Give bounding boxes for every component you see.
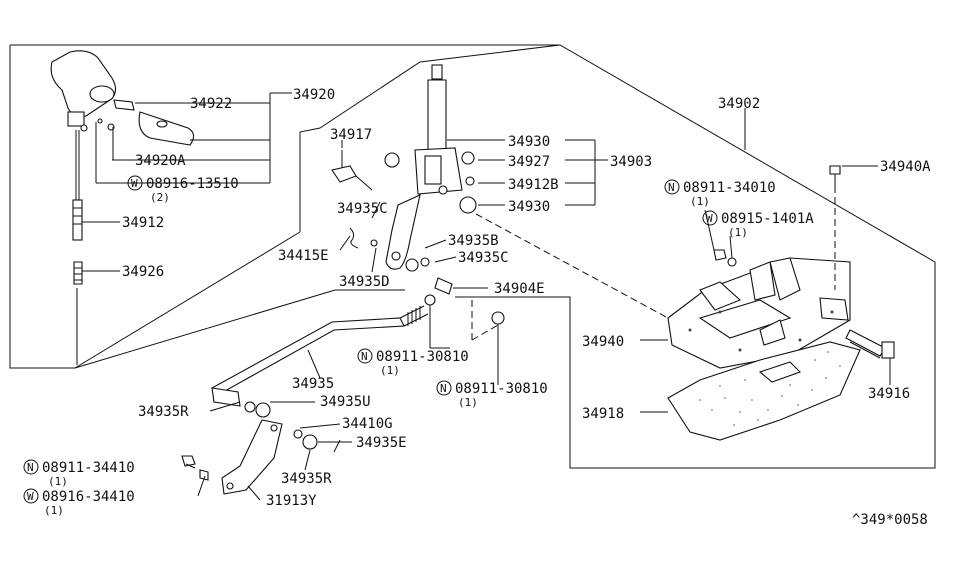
label-34935U: 34935U xyxy=(320,394,371,410)
part-labels: 34920 34922 34920A W 08916-13510 (2) 349… xyxy=(23,87,931,528)
shift-knob-illustration xyxy=(50,50,195,365)
label-08916-34410: 08916-34410 xyxy=(42,489,135,505)
nut-icon: N xyxy=(668,181,675,194)
label-08911-34010: 08911-34010 xyxy=(683,180,776,196)
label-34935C-mid: 34935C xyxy=(458,250,509,266)
qty-08911-30810-a: (1) xyxy=(380,364,400,377)
label-34415E: 34415E xyxy=(278,248,329,264)
label-34918: 34918 xyxy=(582,406,624,422)
label-34935B: 34935B xyxy=(448,233,499,249)
label-34912B: 34912B xyxy=(508,177,559,193)
label-08915-1401A: 08915-1401A xyxy=(721,211,814,227)
center-hardware xyxy=(349,227,505,385)
nut-symbol-08911-34410: N xyxy=(23,459,39,475)
label-08911-30810-a: 08911-30810 xyxy=(376,349,469,365)
nut-symbol-08911-30810-a: N xyxy=(357,348,373,364)
label-34935E: 34935E xyxy=(356,435,407,451)
label-34920A: 34920A xyxy=(135,153,186,169)
label-34410G: 34410G xyxy=(342,416,393,432)
label-34935R-left: 34935R xyxy=(138,404,189,420)
leader-lines xyxy=(185,108,891,501)
label-34935: 34935 xyxy=(292,376,334,392)
washer-icon: W xyxy=(27,490,34,503)
diagram-footer-code: ^349*0058 xyxy=(852,512,928,528)
lever-subframe xyxy=(299,44,561,232)
washer-icon: W xyxy=(706,212,713,225)
label-31913Y: 31913Y xyxy=(266,493,317,509)
label-34940: 34940 xyxy=(582,334,624,350)
label-34927: 34927 xyxy=(508,154,550,170)
label-34912: 34912 xyxy=(122,215,164,231)
washer-symbol-08915-1401A: W xyxy=(702,210,718,226)
washer-symbol-08916-34410: W xyxy=(23,488,39,504)
qty-08911-30810-b: (1) xyxy=(458,396,478,409)
washer-symbol-08916-13510: W xyxy=(127,175,143,191)
plate-34918-illustration xyxy=(667,341,861,441)
label-34940A: 34940A xyxy=(880,159,931,175)
qty-08916-34410: (1) xyxy=(44,504,64,517)
label-34916: 34916 xyxy=(868,386,910,402)
control-lever-illustration xyxy=(331,64,477,270)
nut-icon: N xyxy=(361,350,368,363)
label-34926: 34926 xyxy=(122,264,164,280)
nut-symbol-08911-30810-b: N xyxy=(436,380,452,396)
qty-08916-13510: (2) xyxy=(150,191,170,204)
qty-08911-34010: (1) xyxy=(690,195,710,208)
label-34935C-top: 34935C xyxy=(337,201,388,217)
right-hardware xyxy=(713,165,895,359)
base-bracket-34940-illustration xyxy=(667,257,851,369)
label-34917: 34917 xyxy=(330,127,372,143)
label-34903: 34903 xyxy=(610,154,652,170)
leader-34903-bracket xyxy=(341,139,608,206)
nut-icon: N xyxy=(440,382,447,395)
label-08911-34410: 08911-34410 xyxy=(42,460,135,476)
label-34930-bottom: 34930 xyxy=(508,199,550,215)
leader-34920-bracket xyxy=(82,92,292,272)
qty-08915-1401A: (1) xyxy=(728,226,748,239)
label-08916-13510: 08916-13510 xyxy=(146,176,239,192)
label-34935D: 34935D xyxy=(339,274,390,290)
label-34935R-bottom: 34935R xyxy=(281,471,332,487)
label-34930-top: 34930 xyxy=(508,134,550,150)
label-34920: 34920 xyxy=(293,87,335,103)
qty-08911-34410: (1) xyxy=(48,475,68,488)
washer-icon: W xyxy=(131,177,138,190)
label-34922: 34922 xyxy=(190,96,232,112)
nut-symbol-08911-34010: N xyxy=(664,179,680,195)
label-34902: 34902 xyxy=(718,96,760,112)
shift-rod-illustration xyxy=(211,305,429,418)
nut-icon: N xyxy=(27,461,34,474)
label-34904E: 34904E xyxy=(494,281,545,297)
label-08911-30810-b: 08911-30810 xyxy=(455,381,548,397)
